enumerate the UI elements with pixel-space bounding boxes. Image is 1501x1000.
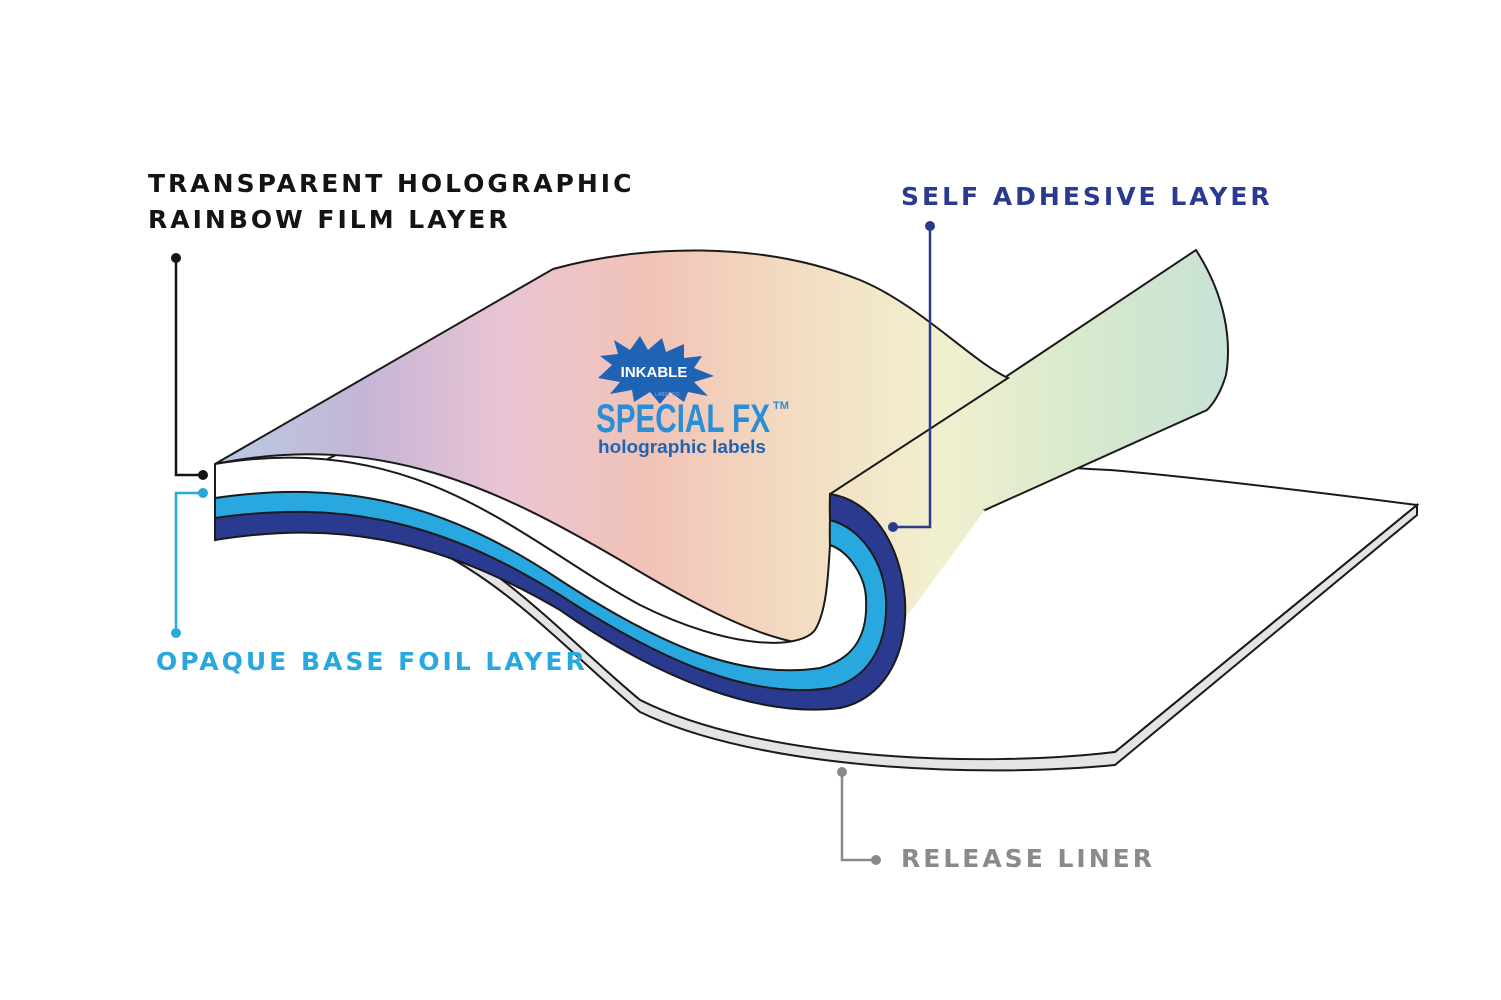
logo-tm: TM [773, 400, 789, 412]
label-rainbow-film: TRANSPARENT HOLOGRAPHIC RAINBOW FILM LAY… [148, 166, 634, 238]
label-self-adhesive: SELF ADHESIVE LAYER [901, 182, 1273, 211]
release-liner-edge [214, 502, 1418, 772]
leader-liner [837, 767, 881, 865]
label-rainbow-film-line2: RAINBOW FILM LAYER [148, 205, 511, 234]
inkable-logo: INKABLE LABEL CO. SPECIAL FX TM holograp… [596, 336, 789, 457]
leader-film [171, 253, 208, 480]
label-release-liner: RELEASE LINER [901, 844, 1155, 873]
rainbow-film-underside [830, 494, 985, 680]
leader-foil [171, 488, 208, 638]
ink-splash-icon [598, 336, 714, 404]
label-rainbow-film-line1: TRANSPARENT HOLOGRAPHIC [148, 169, 635, 198]
logo-brand: INKABLE [621, 364, 688, 381]
film-layer-band [214, 456, 868, 672]
leader-adhesive [888, 221, 935, 532]
label-opaque-foil: OPAQUE BASE FOIL LAYER [156, 647, 588, 676]
logo-sub: LABEL CO. [655, 392, 681, 398]
logo-tagline: holographic labels [598, 437, 766, 457]
logo-product: SPECIAL FX [596, 397, 770, 441]
